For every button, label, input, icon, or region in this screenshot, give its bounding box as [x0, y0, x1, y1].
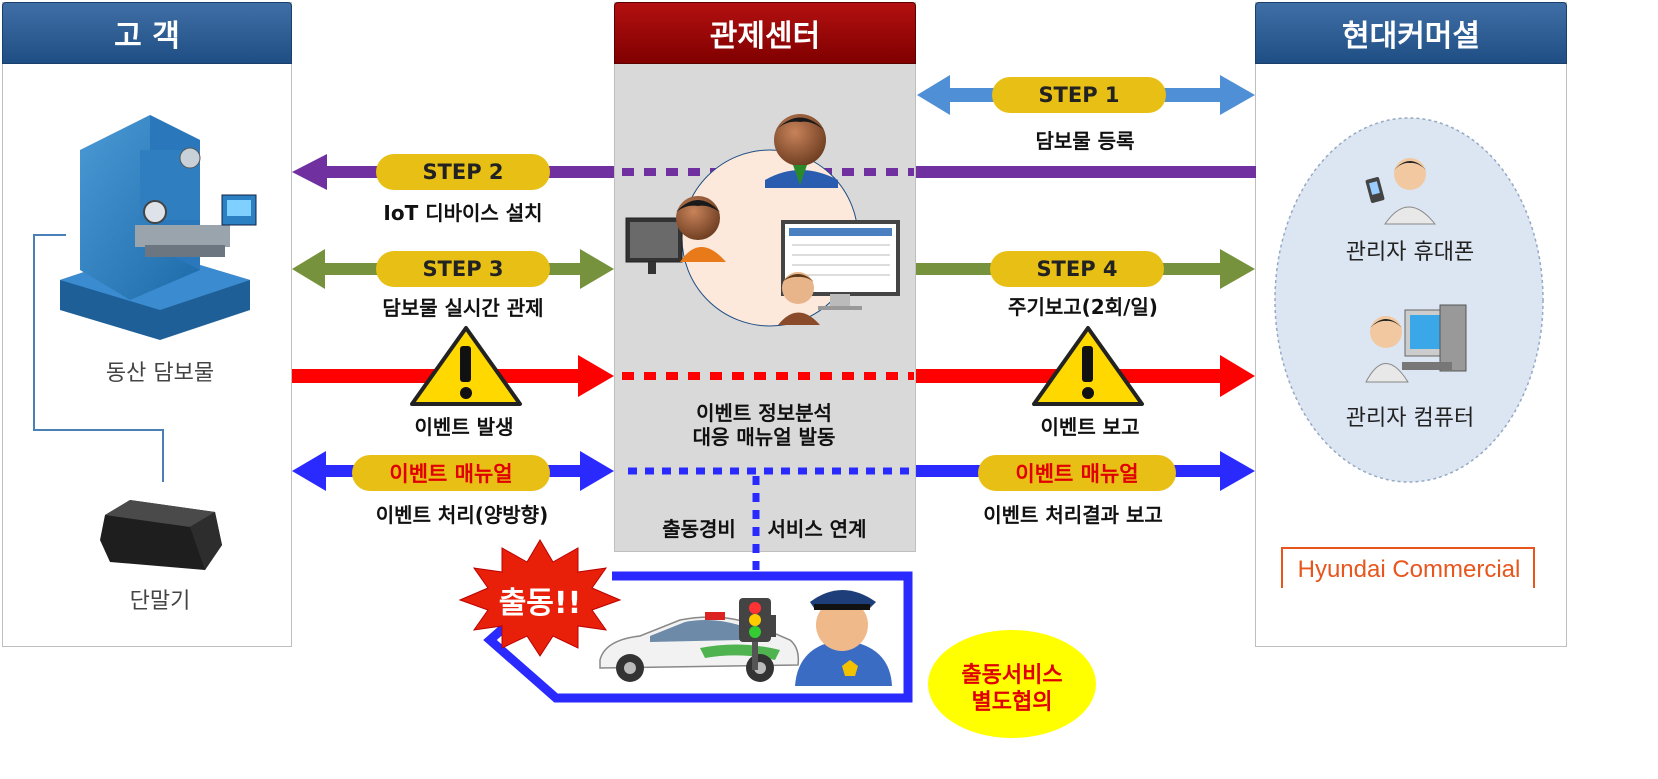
- service-ellipse-line2: 별도협의: [971, 690, 1053, 715]
- step3-pill: STEP 3: [376, 251, 550, 287]
- step2-caption: IoT 디바이스 설치: [383, 201, 543, 225]
- terminal-device-icon: [100, 500, 222, 570]
- manual-right-caption: 이벤트 처리결과 보고: [983, 503, 1163, 527]
- computer-label: 관리자 컴퓨터: [1345, 406, 1475, 431]
- warning-left-icon: [410, 326, 522, 406]
- step4-pill: STEP 4: [990, 251, 1164, 287]
- step1-pill: STEP 1: [992, 77, 1166, 113]
- phone-label: 관리자 휴대폰: [1345, 240, 1475, 265]
- staff-person-icon: [778, 272, 820, 325]
- step3-caption: 담보물 실시간 관제: [382, 296, 544, 320]
- computer-person-icon: [1365, 304, 1467, 383]
- analysis-caption-line2: 대응 매뉴얼 발동: [692, 425, 836, 449]
- step1-caption: 담보물 등록: [1035, 129, 1135, 153]
- customer-header: 고 객: [2, 2, 292, 64]
- analysis-caption-line1: 이벤트 정보분석: [696, 401, 832, 425]
- asset-label: 동산 담보물: [105, 361, 215, 386]
- machine-icon: [60, 115, 257, 340]
- manager-ellipse: [1274, 117, 1544, 483]
- dispatch-cost-label: 출동경비: [662, 517, 736, 541]
- dispatch-burst-text: 출동!!: [498, 586, 582, 621]
- hyundai-logo-text: Hyundai Commercial: [1297, 556, 1521, 583]
- police-officer-icon: [795, 590, 892, 686]
- phone-person-icon: [1365, 158, 1437, 225]
- manual-right-pill: 이벤트 매뉴얼: [978, 455, 1176, 491]
- service-ellipse-line1: 출동서비스: [961, 663, 1063, 688]
- step2-pill: STEP 2: [376, 154, 550, 190]
- control-center-header: 관제센터: [614, 2, 916, 64]
- service-ellipse: [928, 630, 1096, 738]
- connector-line: [33, 234, 164, 482]
- manual-left-pill: 이벤트 매뉴얼: [352, 455, 550, 491]
- operator-person-icon: [625, 196, 726, 274]
- manual-left-caption: 이벤트 처리(양방향): [375, 503, 549, 527]
- service-link-label: 서비스 연계: [767, 517, 867, 541]
- manager-person-icon: [765, 114, 838, 188]
- event-report-caption: 이벤트 보고: [1040, 415, 1140, 439]
- traffic-light-icon: [739, 598, 776, 670]
- step4-caption: 주기보고(2회/일): [1008, 295, 1158, 319]
- event-occur-caption: 이벤트 발생: [414, 415, 514, 439]
- dispatch-burst-icon: [458, 539, 622, 657]
- dispatch-loop: [483, 571, 913, 703]
- hyundai-header: 현대커머셜: [1255, 2, 1567, 64]
- terminal-label: 단말기: [129, 589, 191, 614]
- hyundai-logo: [1281, 547, 1535, 588]
- warning-right-icon: [1032, 326, 1144, 406]
